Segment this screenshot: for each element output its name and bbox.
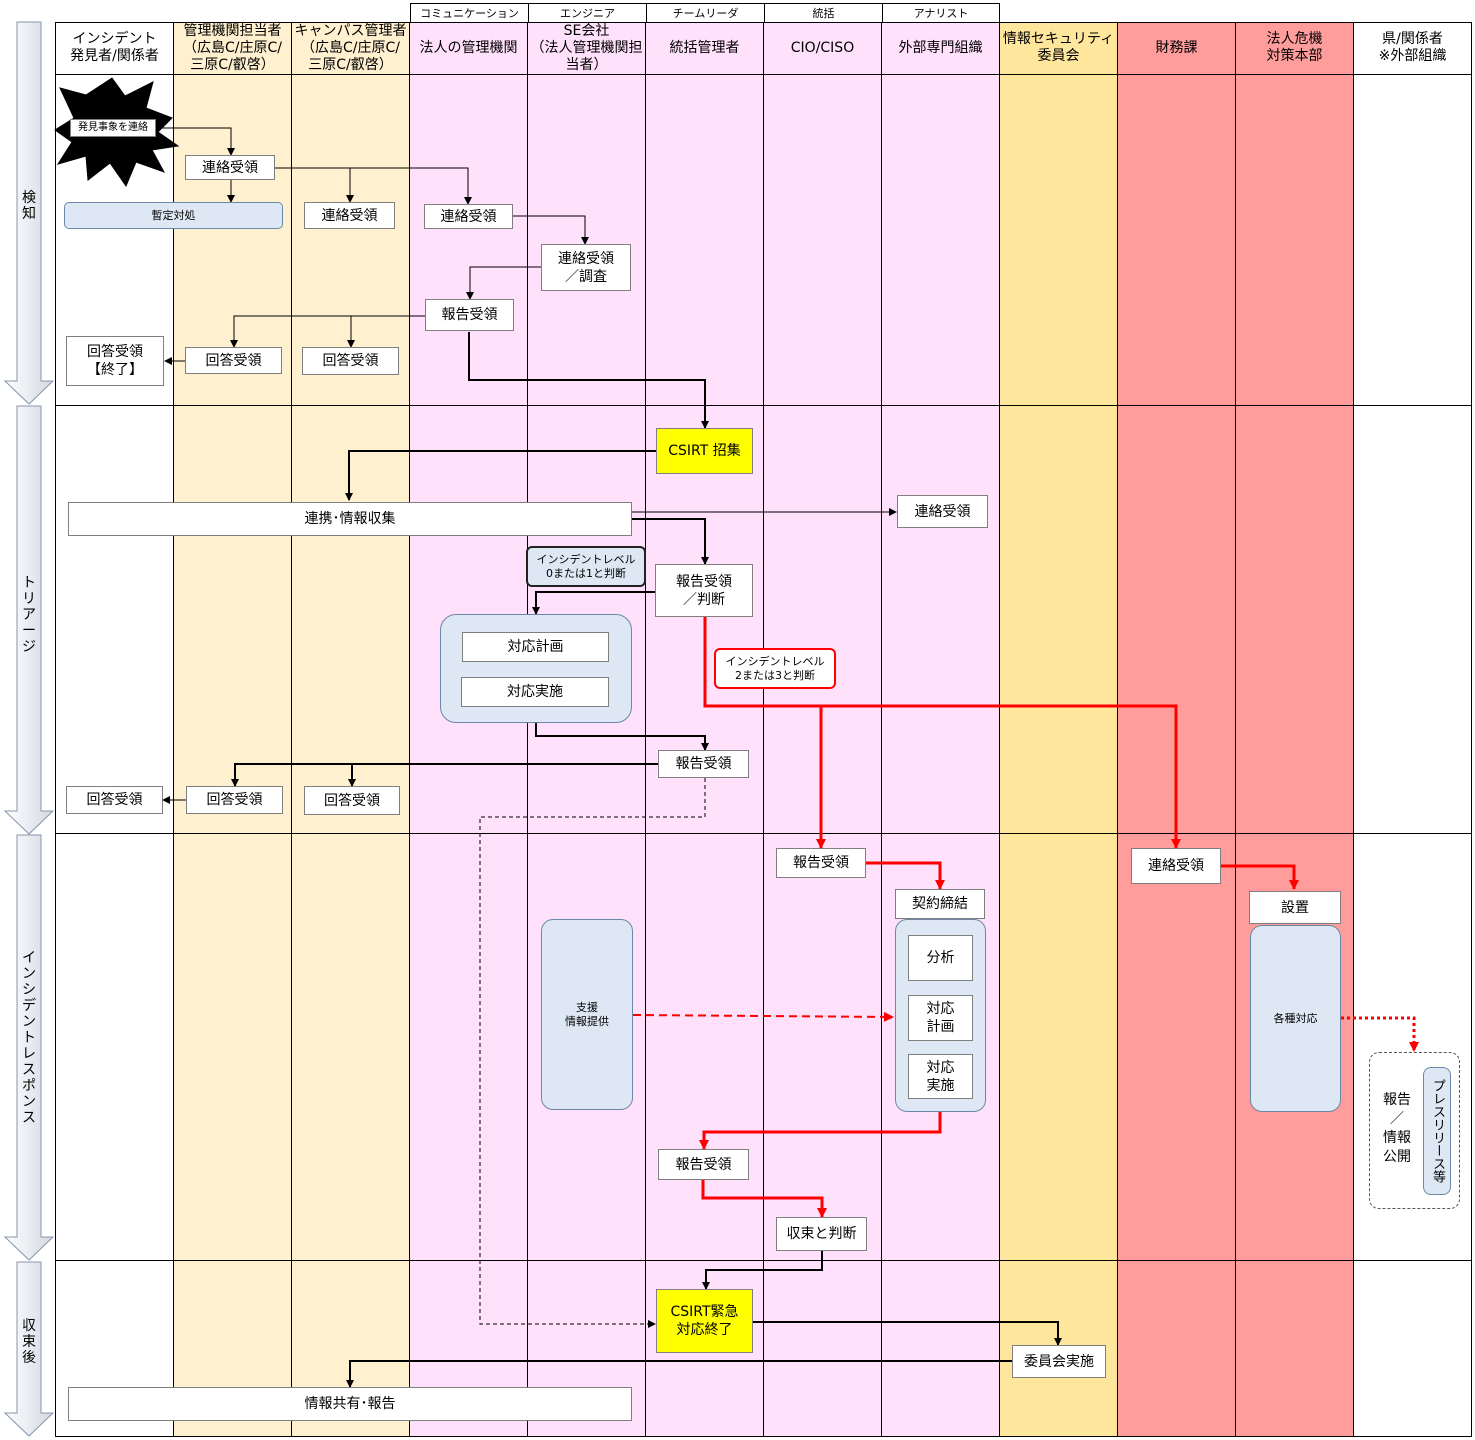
header-external-org: 外部専門組織 xyxy=(882,22,1000,75)
various-response-box: 各種対応 xyxy=(1250,925,1341,1112)
response-plan-box: 対応計画 xyxy=(462,632,609,662)
phase-arrow-detect xyxy=(3,21,55,405)
detect-contact-investigate: 連絡受領 ／調査 xyxy=(541,244,631,291)
collaboration-info-box: 連携･情報収集 xyxy=(68,502,632,536)
dashed-red-connector xyxy=(632,1011,894,1022)
header-campus-admin: キャンパス管理者 （広島C/庄原C/ 三原C/叡啓） xyxy=(292,22,410,75)
triage-answer-received-1: 回答受領 xyxy=(186,786,283,814)
detect-contact-received-3: 連絡受領 xyxy=(424,204,513,229)
detect-contact-received-1: 連絡受領 xyxy=(185,155,275,180)
ext-plan-box: 対応 計画 xyxy=(908,995,973,1041)
analysis-box: 分析 xyxy=(908,935,973,981)
incident-level-23-note: インシデントレベル 2または3と判断 xyxy=(714,648,836,689)
header-finance: 財務課 xyxy=(1118,22,1236,75)
lane-admin-staff xyxy=(174,22,292,1437)
dashed-connector xyxy=(479,778,706,1328)
lane-finance xyxy=(1118,22,1236,1437)
phase-label-triage: ト リ ア ー ジ xyxy=(22,575,36,655)
external-contact-received: 連絡受領 xyxy=(897,495,988,528)
lane-external-org xyxy=(882,22,1000,1437)
detect-report-received: 報告受領 xyxy=(425,299,514,331)
phase-arrow-after xyxy=(3,1261,55,1437)
lane-general-manager xyxy=(646,22,764,1437)
role-engineer: エンジニア xyxy=(528,3,647,22)
phase-label-after: 収 束 後 xyxy=(22,1318,36,1366)
info-share-report-box: 情報共有･報告 xyxy=(68,1387,632,1421)
header-general-manager: 統括管理者 xyxy=(646,22,764,75)
header-prefecture: 県/関係者 ※外部組織 xyxy=(1354,22,1472,75)
cio-report-received: 報告受領 xyxy=(776,848,866,878)
lane-discoverer xyxy=(55,22,174,1437)
header-cio: CIO/CISO xyxy=(764,22,882,75)
press-release-box: プレスリリース等 xyxy=(1423,1067,1451,1195)
detect-contact-received-2: 連絡受領 xyxy=(304,202,395,229)
lane-committee xyxy=(1000,22,1118,1437)
contract-box: 契約締結 xyxy=(895,889,985,919)
publication-label: 報告 ／ 情報 公開 xyxy=(1383,1092,1411,1165)
detect-answer-end: 回答受領 【終了】 xyxy=(66,336,164,386)
committee-meeting-box: 委員会実施 xyxy=(1012,1345,1106,1378)
incident-level-01-note: インシデントレベル 0または1と判断 xyxy=(526,546,646,587)
phase-divider xyxy=(55,833,1472,834)
dotted-red-connector xyxy=(1341,1016,1419,1052)
press-release-label: プレスリリース等 xyxy=(1430,1079,1445,1183)
discover-report-box: 発見事象を連絡 xyxy=(70,119,156,137)
header-se-company: SE会社 （法人管理機関担 当者） xyxy=(528,22,646,75)
triage-answer-received-2: 回答受領 xyxy=(304,786,400,815)
publication-group xyxy=(1369,1052,1460,1209)
phase-label-response: イ ン シ デ ン ト レ ス ポ ン ス xyxy=(22,950,36,1126)
header-committee: 情報セキュリティ 委員会 xyxy=(1000,22,1118,75)
lane-corp-admin xyxy=(410,22,528,1437)
table-bottom-border xyxy=(55,1436,1472,1437)
header-discoverer: インシデント 発見者/関係者 xyxy=(55,22,174,75)
triage-report-judge: 報告受領 ／判断 xyxy=(655,564,753,617)
phase-arrow-triage xyxy=(3,405,55,835)
response-report-received: 報告受領 xyxy=(658,1149,749,1180)
phase-arrows xyxy=(3,21,55,1437)
triage-answer-received-0: 回答受領 xyxy=(66,786,163,814)
csirt-convene-box: CSIRT 招集 xyxy=(656,428,753,474)
header-admin-staff: 管理機関担当者 （広島C/庄原C/ 三原C/叡啓） xyxy=(174,22,292,75)
setup-box: 設置 xyxy=(1249,891,1341,924)
phase-arrow-response xyxy=(3,834,55,1261)
detect-answer-received-2: 回答受領 xyxy=(302,347,399,375)
support-info-box: 支援 情報提供 xyxy=(541,919,633,1110)
lane-campus-admin xyxy=(292,22,410,1437)
header-crisis-hq: 法人危機 対策本部 xyxy=(1236,22,1354,75)
detect-answer-received-1: 回答受領 xyxy=(185,347,282,374)
finance-contact-received: 連絡受領 xyxy=(1131,848,1221,884)
role-communication: コミュニケーション xyxy=(410,3,529,22)
temporary-action-box: 暫定対処 xyxy=(64,202,283,229)
convergence-judge: 収束と判断 xyxy=(776,1217,867,1251)
phase-divider xyxy=(55,405,1472,406)
lane-crisis-hq xyxy=(1236,22,1354,1437)
header-corp-admin: 法人の管理機関 xyxy=(410,22,528,75)
response-execute-box: 対応実施 xyxy=(461,677,609,707)
role-team-leader: チームリーダ xyxy=(646,3,765,22)
phase-divider xyxy=(55,1260,1472,1261)
phase-label-detect: 検 知 xyxy=(22,190,36,222)
role-analyst: アナリスト xyxy=(882,3,1000,22)
ext-execute-box: 対応 実施 xyxy=(908,1054,973,1099)
csirt-end-box: CSIRT緊急 対応終了 xyxy=(656,1289,753,1353)
triage-report-received: 報告受領 xyxy=(658,750,749,778)
